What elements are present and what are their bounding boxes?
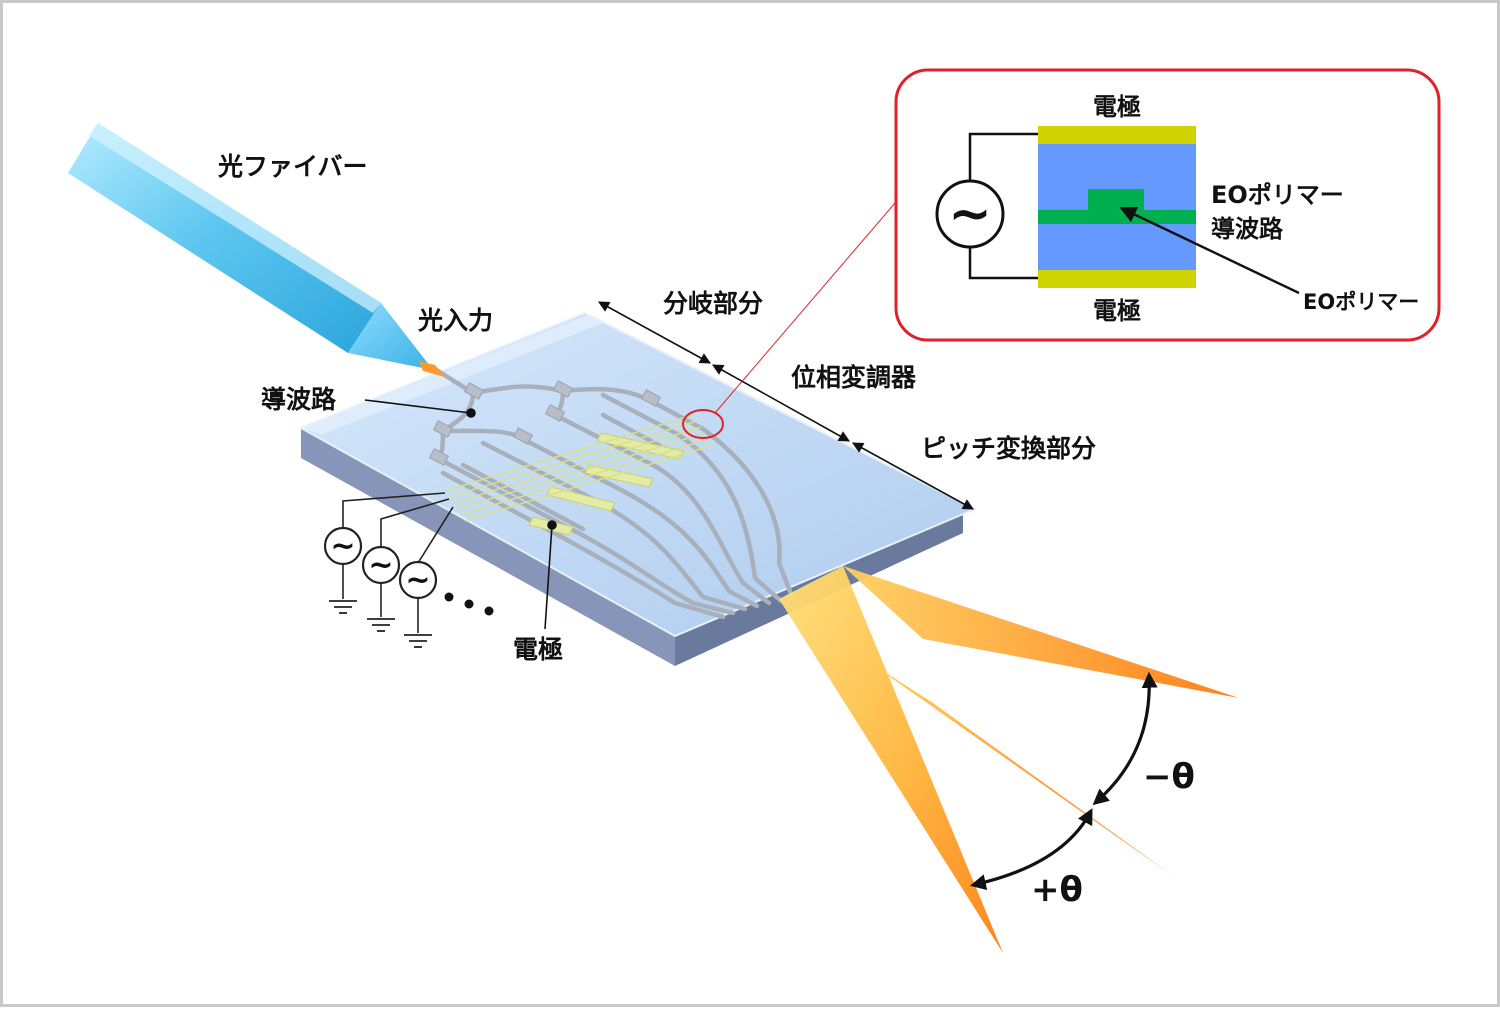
leader-lines — [364, 399, 557, 630]
waveguide-arm-7 — [436, 456, 736, 616]
electrode-line — [452, 426, 702, 504]
electrode-pad — [584, 464, 654, 488]
dimension-arrows — [598, 301, 974, 510]
electrode-pad — [546, 486, 616, 512]
waveguide-leader-dot — [466, 408, 476, 418]
inset-core-layer — [1038, 210, 1196, 224]
minus-theta-arc — [1092, 671, 1158, 806]
electrode-leader-dot — [547, 520, 557, 530]
substrate-left-side — [301, 428, 675, 666]
ground-icon — [404, 634, 432, 648]
electrode-line — [456, 432, 706, 510]
source-wire — [417, 506, 454, 564]
ac-source-3: ~ — [398, 560, 438, 600]
inset-eo-polymer-pointer — [1119, 206, 1300, 295]
voltage-sources — [342, 492, 454, 633]
ac-source-symbol: ~ — [330, 529, 355, 564]
optical-fiber — [68, 123, 445, 377]
splitter-pad — [640, 389, 662, 407]
phase-modulator-arrow — [712, 364, 850, 442]
ac-source-icon — [398, 560, 438, 600]
splitter-pad — [544, 404, 566, 422]
beam-lower — [863, 658, 1173, 876]
ellipsis-dots — [444, 592, 494, 616]
ground-symbols — [329, 600, 432, 648]
label-plus-theta: +θ — [1031, 870, 1083, 910]
source-wire — [380, 498, 450, 547]
angle-arrows — [969, 671, 1158, 891]
ac-source-symbol: ~ — [368, 548, 393, 583]
electrode-array — [444, 414, 714, 536]
splitter-pads — [428, 380, 662, 466]
label-light-input: 光入力 — [417, 306, 493, 335]
inset-ac-source-symbol: ~ — [948, 184, 992, 244]
ac-source-2: ~ — [361, 545, 401, 585]
inset-label-eo-waveguide-1: EOポリマー — [1211, 181, 1344, 209]
inset-wire-bottom — [968, 247, 1038, 280]
label-branch-section: 分岐部分 — [663, 289, 763, 318]
label-phase-modulator: 位相変調器 — [791, 363, 917, 392]
inset-label-eo-polymer: EOポリマー — [1303, 290, 1419, 314]
electrode-line — [444, 414, 694, 492]
substrate-top-highlight — [303, 315, 603, 435]
branch-section-arrow — [598, 301, 711, 364]
cross-section-inset: ~ 電極 電極 EOポリマー 導波路 EOポリマー — [894, 68, 1441, 342]
electrode-line — [460, 438, 710, 516]
waveguide-arm-9 — [440, 470, 726, 620]
pitch-conversion-arrow — [852, 442, 974, 510]
splitter-pad — [552, 380, 574, 398]
inset-label-eo-waveguide-2: 導波路 — [1211, 215, 1284, 243]
fiber-highlight — [88, 123, 381, 313]
waveguide-arm-8 — [460, 462, 586, 532]
inset-label-electrode-top: 電極 — [1093, 93, 1141, 121]
ellipsis-dot — [464, 599, 474, 609]
splitter-pad — [428, 448, 450, 466]
label-pitch-conversion: ピッチ変換部分 — [921, 434, 1096, 463]
label-electrode: 電極 — [513, 635, 563, 664]
label-waveguide: 導波路 — [261, 385, 337, 414]
electrode-line — [448, 420, 698, 498]
ellipsis-dot — [444, 592, 454, 602]
beam-upper — [843, 566, 1239, 698]
inset-core-ridge — [1088, 189, 1144, 211]
ground-icon — [367, 618, 395, 632]
electrode-leader — [544, 524, 553, 630]
inset-ac-source-icon — [935, 179, 1005, 249]
zoom-callout-ellipse — [682, 409, 724, 439]
splitter-pad — [432, 420, 454, 438]
inset-label-electrode-bottom: 電極 — [1093, 297, 1141, 325]
waveguide-leader — [364, 399, 472, 414]
splitter-pad — [512, 427, 534, 445]
plus-theta-arc — [969, 808, 1093, 891]
ac-source-icon — [323, 526, 363, 566]
inset-wire-top — [968, 132, 1038, 181]
label-fiber: 光ファイバー — [217, 152, 368, 181]
ellipsis-dot — [484, 606, 494, 616]
waveguide-arm-2 — [600, 392, 784, 604]
fiber-tip — [348, 303, 433, 370]
splitter-pad — [463, 382, 485, 400]
waveguide-arm-5 — [520, 436, 760, 609]
ac-source-symbol: ~ — [405, 563, 430, 598]
beam-main — [779, 566, 1003, 953]
output-beams — [779, 566, 1239, 953]
ac-source-icon — [361, 545, 401, 585]
inset-electrode-bottom — [1038, 270, 1196, 288]
inset-electrode-top — [1038, 126, 1196, 144]
fiber-light-glow — [419, 361, 445, 377]
ac-source-1: ~ — [323, 526, 363, 566]
source-wire — [342, 492, 446, 531]
electrode-line — [464, 444, 714, 522]
ground-icon — [329, 600, 357, 614]
label-minus-theta: −θ — [1143, 757, 1195, 797]
optical-phased-array-diagram: ~ ~ ~ — [68, 68, 1441, 953]
waveguide-arm-3 — [552, 412, 772, 606]
fiber-body — [68, 123, 381, 353]
zoom-callout-line — [714, 202, 896, 414]
